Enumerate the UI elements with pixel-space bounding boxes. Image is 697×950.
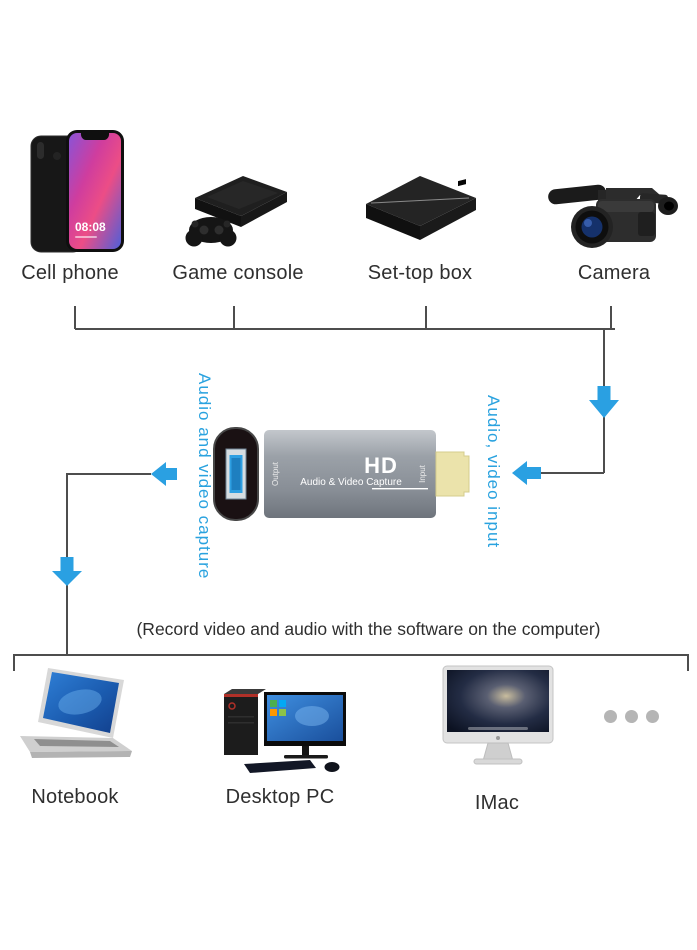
controller-stick-left xyxy=(199,225,209,235)
tower-top xyxy=(224,689,266,694)
more-devices-dots xyxy=(604,710,659,723)
phone-camera xyxy=(37,142,44,159)
start-tile xyxy=(270,709,277,716)
game-console-image xyxy=(175,164,295,256)
camera-image xyxy=(546,170,681,265)
camera-grip xyxy=(638,212,655,236)
mouse xyxy=(324,762,340,772)
stb-side xyxy=(420,198,476,240)
set-top-box-image xyxy=(358,168,483,250)
notebook-wallpaper-glow xyxy=(58,689,102,715)
top-bracket xyxy=(74,306,615,330)
tower-vent xyxy=(228,722,254,724)
computer-label-notebook: Notebook xyxy=(31,786,119,808)
camera-microphone xyxy=(548,184,606,205)
capture-device-image: HD Audio & Video Capture Output Input xyxy=(212,424,472,524)
phone-widget-bar xyxy=(75,236,97,238)
start-tile xyxy=(270,700,277,707)
arrow-left-from-device-icon xyxy=(151,462,177,486)
phone-screen xyxy=(69,133,121,249)
hd-logo: HD xyxy=(364,453,398,478)
input-port-label: Input xyxy=(418,464,427,483)
imac-base xyxy=(473,758,523,765)
dot xyxy=(646,710,659,723)
cell-phone-image: 08:08 xyxy=(28,126,128,256)
capture-body xyxy=(264,430,436,518)
imac-dock xyxy=(468,727,528,730)
keyboard xyxy=(244,760,316,773)
product-name: Audio & Video Capture xyxy=(300,477,402,488)
camera-body-top xyxy=(598,201,654,212)
imac-image xyxy=(438,664,558,769)
tower-power-ring xyxy=(228,702,236,710)
apple-logo xyxy=(496,736,500,740)
arrow-down-to-computers-icon xyxy=(52,557,82,586)
monitor-base xyxy=(284,755,328,759)
console-front xyxy=(195,198,241,227)
notebook-image xyxy=(12,664,147,774)
stb-ports xyxy=(458,179,466,187)
start-tile xyxy=(279,700,286,707)
phone-fingerprint xyxy=(53,152,61,160)
controller-stick-right xyxy=(214,225,224,235)
notebook-screen xyxy=(43,672,119,733)
camera-lens-glass xyxy=(581,216,603,238)
controller-dpad xyxy=(191,220,199,228)
tower-vent xyxy=(228,716,254,718)
controller-buttons xyxy=(223,220,231,228)
flow-label-output: Audio and video capture xyxy=(195,373,214,580)
stb-seam-line xyxy=(370,197,470,204)
camera-lens-glint xyxy=(584,219,592,227)
usb-tongue-inner xyxy=(231,458,241,490)
phone-notch xyxy=(80,133,110,141)
monitor-wallpaper-glow xyxy=(295,706,329,726)
source-label-set-top-box: Set-top box xyxy=(367,262,473,284)
camera-handle xyxy=(606,188,660,202)
flow-label-input: Audio, video input xyxy=(484,395,503,549)
camera-eyecup-inner xyxy=(664,201,674,211)
phone-clock: 08:08 xyxy=(75,220,106,234)
notebook-front-edge xyxy=(30,751,132,758)
source-label-game-console: Game console xyxy=(172,262,304,284)
controller-grip-right xyxy=(219,229,237,247)
hdmi-plug xyxy=(435,451,470,497)
monitor-stand xyxy=(302,746,309,755)
dot xyxy=(604,710,617,723)
computer-label-imac: IMac xyxy=(474,792,520,814)
stb-front xyxy=(366,204,420,240)
dot xyxy=(625,710,638,723)
tower-red-accent xyxy=(224,694,258,697)
arrow-left-into-device-icon xyxy=(512,461,541,485)
source-label-camera: Camera xyxy=(577,262,651,284)
computer-label-desktop-pc: Desktop PC xyxy=(225,786,335,808)
stb-top xyxy=(366,176,476,226)
imac-screen xyxy=(447,670,549,732)
arrow-down-icon xyxy=(589,386,619,418)
output-port-label: Output xyxy=(271,461,280,486)
controller-grip-left xyxy=(185,229,203,247)
input-path-line xyxy=(538,329,605,474)
source-label-cell-phone: Cell phone xyxy=(21,262,119,284)
caption-text: (Record video and audio with the softwar… xyxy=(136,619,601,639)
desktop-pc-image xyxy=(212,686,352,776)
notebook-keyboard xyxy=(34,739,119,747)
console-gloss xyxy=(207,181,278,209)
imac-stand xyxy=(482,742,514,762)
name-underline xyxy=(372,488,428,490)
start-tile xyxy=(279,709,286,716)
console-side xyxy=(241,192,287,227)
